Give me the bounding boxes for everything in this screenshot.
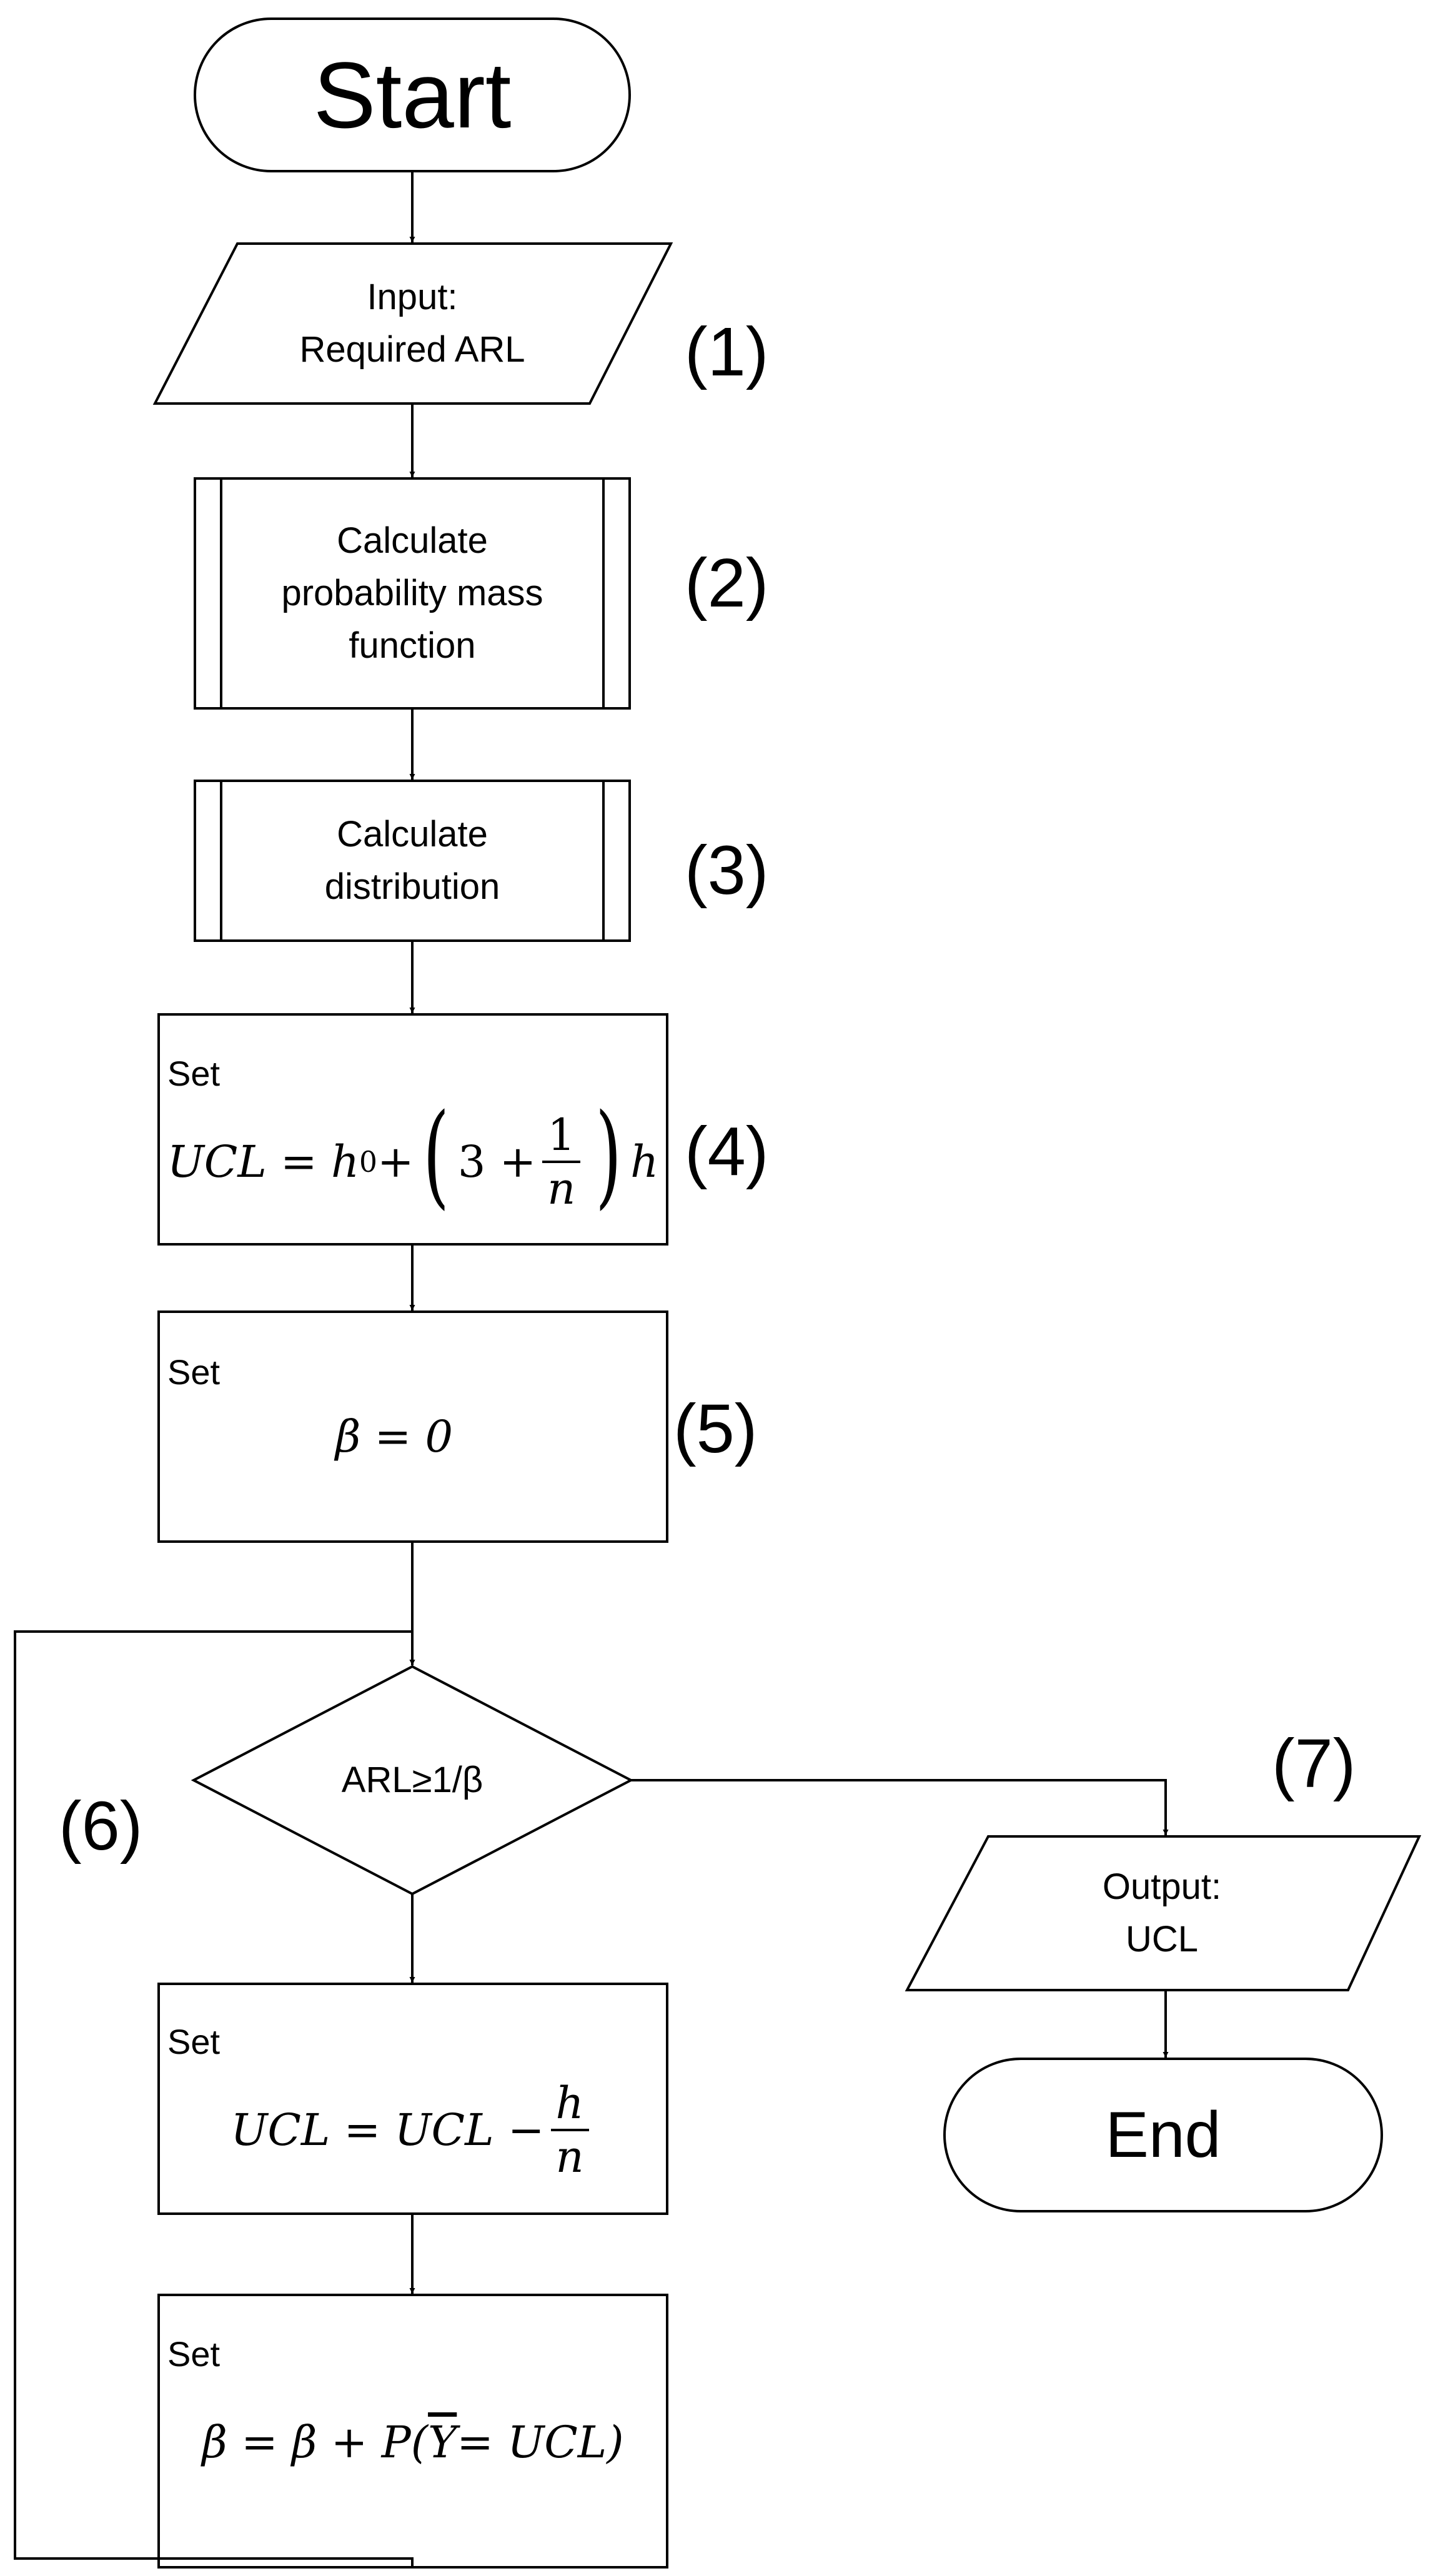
set-ucl-sub: 0 bbox=[359, 1145, 377, 1179]
pmf-line1: Calculate bbox=[337, 520, 488, 561]
input-line1: Input: bbox=[367, 277, 458, 317]
decision-label: ARL≥1/β bbox=[341, 1760, 483, 1800]
update-beta-tail: = UCL) bbox=[457, 2417, 624, 2468]
set-beta-box bbox=[157, 1310, 668, 1543]
step-number-3: (3) bbox=[685, 832, 769, 909]
distribution-line1: Calculate bbox=[337, 814, 488, 855]
pmf-line3: function bbox=[349, 625, 476, 666]
update-ucl-lhs: UCL = UCL − bbox=[231, 2104, 545, 2156]
edge-decision-output bbox=[631, 1779, 1169, 1835]
update-beta-box bbox=[157, 2294, 668, 2569]
step-number-2: (2) bbox=[685, 545, 769, 622]
set-ucl-paren-inner: 3 + bbox=[457, 1136, 537, 1187]
update-ucl-frac-num: h bbox=[550, 2081, 589, 2131]
set-ucl-box bbox=[157, 1013, 668, 1246]
set-beta-formula: β = 0 bbox=[335, 1411, 454, 1462]
pmf-process-box bbox=[194, 477, 631, 710]
update-ucl-frac-den: n bbox=[555, 2131, 584, 2182]
input-line2: Required ARL bbox=[299, 329, 525, 370]
step-number-7: (7) bbox=[1272, 1725, 1356, 1802]
set-ucl-frac-den: n bbox=[547, 1163, 576, 1214]
output-label: Output: UCL bbox=[950, 1836, 1374, 1990]
end-terminal bbox=[943, 2058, 1383, 2212]
start-label: Start bbox=[313, 42, 512, 147]
set-ucl-plus: + bbox=[377, 1136, 414, 1187]
distribution-line2: distribution bbox=[324, 866, 500, 907]
step-number-5: (5) bbox=[673, 1390, 758, 1467]
step-number-4: (4) bbox=[685, 1113, 769, 1190]
update-beta-formula: β = β + P(Y = UCL) bbox=[159, 2386, 667, 2499]
set-ucl-tail: h bbox=[630, 1136, 659, 1187]
step-number-1: (1) bbox=[685, 314, 769, 390]
distribution-process-box bbox=[194, 780, 631, 942]
edge-loop-back bbox=[14, 1630, 415, 2567]
end-label: End bbox=[1105, 2099, 1221, 2171]
set-beta-set-label: Set bbox=[167, 1352, 221, 1392]
update-beta-set-label: Set bbox=[167, 2334, 221, 2374]
pmf-line2: probability mass bbox=[281, 573, 543, 613]
set-ucl-set-label: Set bbox=[167, 1054, 221, 1093]
output-line1: Output: bbox=[1102, 1866, 1222, 1907]
update-ucl-set-label: Set bbox=[167, 2022, 221, 2061]
input-label: Input: Required ARL bbox=[206, 244, 618, 404]
update-beta-ybar: Y bbox=[428, 2417, 457, 2468]
distribution-label: Calculate distribution bbox=[221, 781, 603, 941]
update-ucl-box bbox=[157, 1983, 668, 2215]
update-beta-head: β = β + P( bbox=[202, 2417, 429, 2468]
output-line2: UCL bbox=[1125, 1919, 1199, 1959]
pmf-label: Calculate probability mass function bbox=[221, 478, 603, 708]
output-parallelogram bbox=[905, 1835, 1422, 1991]
input-parallelogram bbox=[152, 242, 673, 405]
step-number-6: (6) bbox=[59, 1788, 143, 1865]
set-ucl-lhs: UCL = h bbox=[167, 1136, 360, 1187]
set-ucl-frac-num: 1 bbox=[542, 1113, 580, 1163]
